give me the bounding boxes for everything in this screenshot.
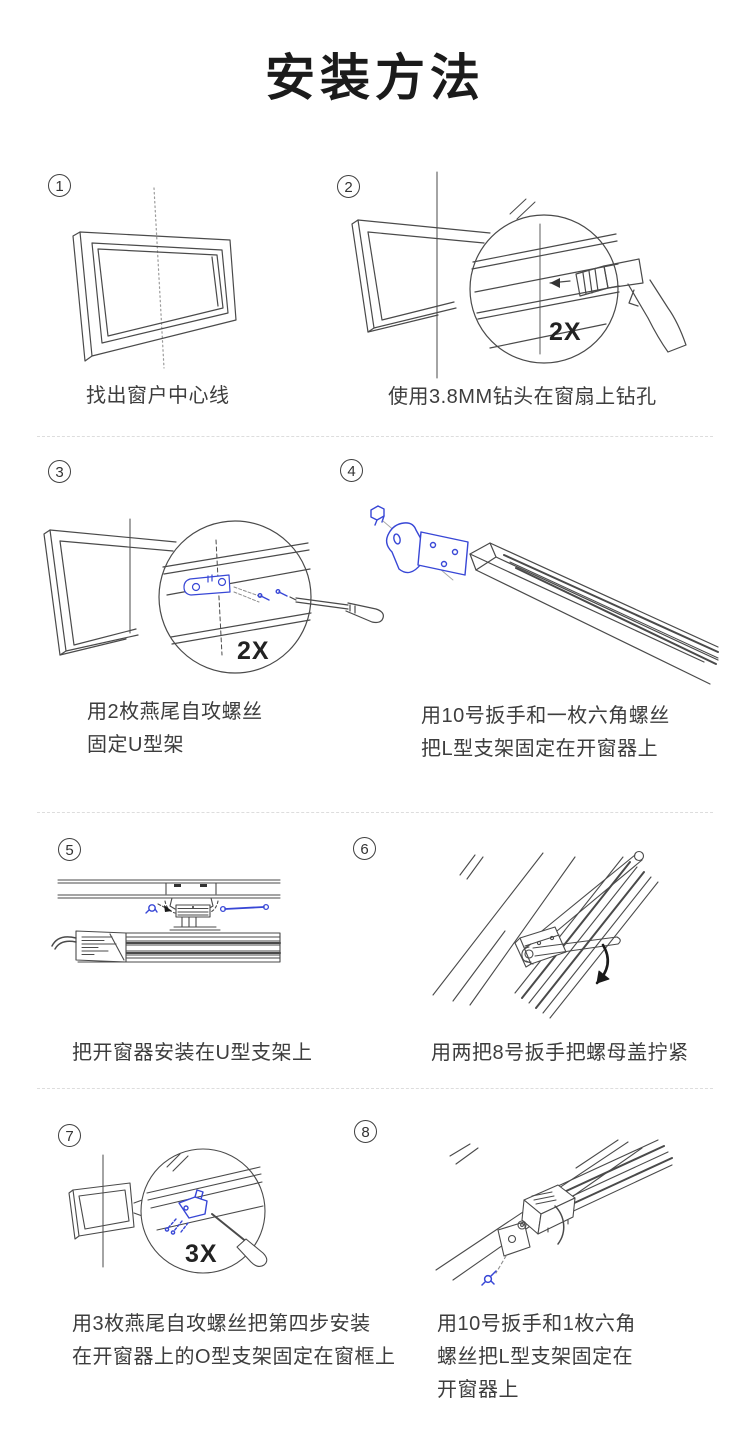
magnification-label: 2X	[549, 318, 582, 346]
center-line-icon	[153, 187, 165, 369]
step-caption: 找出窗户中心线	[86, 385, 230, 407]
hex-screw-icon	[145, 903, 172, 914]
step-caption: 固定U型架	[87, 734, 184, 756]
screw-icons	[233, 586, 288, 603]
power-cable	[51, 936, 77, 950]
window-frame	[351, 219, 491, 333]
section-divider	[37, 812, 713, 813]
magnification-label: 3X	[185, 1240, 218, 1268]
step-caption: 螺丝把L型支架固定在	[437, 1346, 634, 1368]
step2-illustration	[338, 162, 708, 394]
screwdriver-icon	[211, 1213, 268, 1268]
hex-screw-icon	[481, 1270, 497, 1286]
magnifier-circle	[469, 214, 619, 364]
magnification-label: 2X	[237, 637, 270, 665]
l-bracket	[385, 522, 469, 576]
rotate-arrow	[595, 943, 610, 985]
step-caption: 用10号扳手和一枚六角螺丝	[421, 705, 670, 727]
window-frame	[72, 231, 237, 362]
o-bracket	[164, 1189, 208, 1235]
opener-bar	[521, 1139, 673, 1235]
step-number-badge: 5	[58, 838, 81, 861]
step-number-badge: 3	[48, 460, 71, 483]
step-number-badge: 2	[337, 175, 360, 198]
step1-illustration	[42, 180, 282, 375]
magnifier-circle	[158, 520, 312, 674]
step8-illustration	[428, 1138, 673, 1293]
step-caption: 用两把8号扳手把螺母盖拧紧	[431, 1042, 689, 1064]
screwdriver-icon	[289, 596, 384, 624]
step-caption: 用10号扳手和1枚六角	[437, 1313, 636, 1335]
window-glass-marks	[459, 854, 484, 880]
arm-bracket	[514, 850, 645, 968]
step3-illustration	[38, 505, 386, 687]
step4-illustration	[358, 492, 720, 700]
opener-device	[75, 930, 281, 963]
u-bracket-mount	[164, 882, 221, 931]
window-frame	[43, 529, 177, 656]
window-frame-lines	[432, 852, 576, 1006]
step-number-badge: 4	[340, 459, 363, 482]
step-caption: 开窗器上	[437, 1379, 519, 1401]
step-caption: 在开窗器上的O型支架固定在窗框上	[72, 1346, 396, 1368]
hex-screw-icon	[370, 505, 385, 526]
step-number-badge: 1	[48, 174, 71, 197]
magnified-frame-edge	[471, 198, 620, 355]
step-caption: 用2枚燕尾自攻螺丝	[87, 701, 263, 723]
mount-bracket	[495, 1220, 531, 1274]
step5-illustration	[48, 872, 293, 972]
u-bracket	[183, 574, 231, 596]
window-glass-marks	[449, 1143, 479, 1165]
step7-illustration	[55, 1135, 283, 1283]
step-number-badge: 8	[354, 1120, 377, 1143]
magnified-frame-edge	[146, 1153, 264, 1231]
step-caption: 把L型支架固定在开窗器上	[421, 738, 659, 760]
step-caption: 使用3.8MM钻头在窗扇上钻孔	[388, 386, 657, 408]
step-number-badge: 6	[353, 837, 376, 860]
window-frame	[68, 1182, 146, 1240]
step6-illustration	[425, 843, 710, 1023]
magnified-frame-edge	[162, 539, 312, 656]
opener-rail	[469, 542, 719, 685]
drill-icon	[549, 258, 687, 353]
step-caption: 用3枚燕尾自攻螺丝把第四步安装	[72, 1313, 371, 1335]
section-divider	[37, 436, 713, 437]
page-title: 安装方法	[265, 50, 485, 106]
pin-rod-icon	[219, 903, 270, 913]
step-caption: 把开窗器安装在U型支架上	[72, 1042, 313, 1064]
step-number-badge: 7	[58, 1124, 81, 1147]
section-divider	[37, 1088, 713, 1089]
power-cable	[554, 1205, 565, 1245]
